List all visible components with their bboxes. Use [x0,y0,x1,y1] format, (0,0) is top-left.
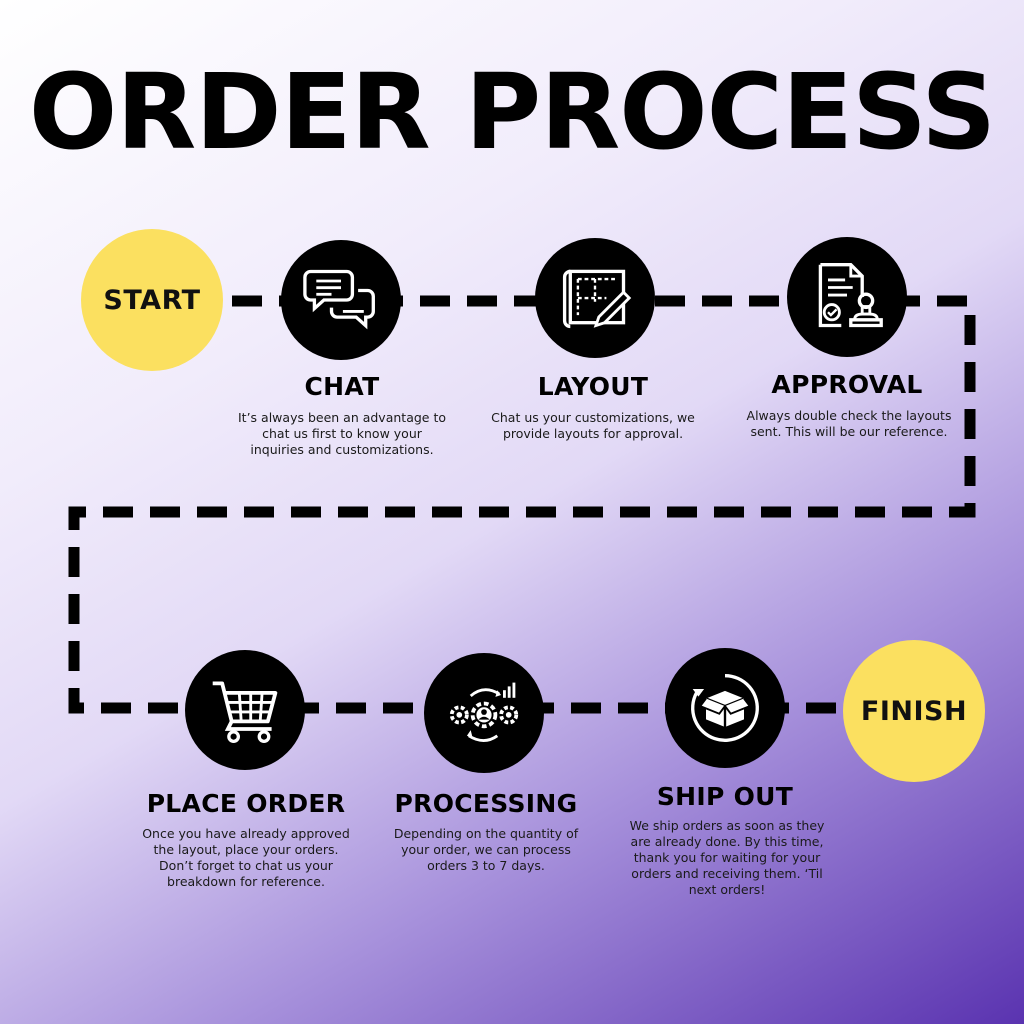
approved-document-stamp-icon [818,263,883,328]
step-approval-description: Always double check the layouts sent. Th… [746,408,952,439]
finish-label: FINISH [860,695,968,727]
step-approval-node [787,237,907,357]
step-chat-node [281,240,401,360]
step-ship-out-title: SHIP OUT [656,782,794,811]
step-ship-out-node [665,648,785,768]
gears-processing-icon [449,682,519,742]
step-processing-description: Depending on the quantity of your order,… [393,826,579,873]
finish-circle: FINISH [843,640,985,782]
start-circle: START [81,229,223,371]
shopping-cart-icon [212,681,278,744]
step-place-order-node [185,650,305,770]
step-layout-title: LAYOUT [537,372,649,401]
package-box-icon [691,674,759,742]
step-place-order-title: PLACE ORDER [146,789,346,818]
step-layout-node [535,238,655,358]
step-ship-out-description: We ship orders as soon as they are alrea… [629,818,825,897]
step-layout-description: Chat us your customizations, we provide … [491,410,695,441]
page-title: ORDER PROCESS [28,51,996,173]
chat-bubbles-icon [303,269,375,330]
step-chat-title: CHAT [304,372,380,401]
step-approval-title: APPROVAL [771,370,923,399]
step-processing-node [424,653,544,773]
step-place-order-description: Once you have already approved the layou… [142,826,350,889]
blueprint-pencil-icon [562,269,632,329]
start-label: START [103,284,201,316]
step-chat-description: It’s always been an advantage to chat us… [238,410,446,457]
step-processing-title: PROCESSING [394,789,578,818]
